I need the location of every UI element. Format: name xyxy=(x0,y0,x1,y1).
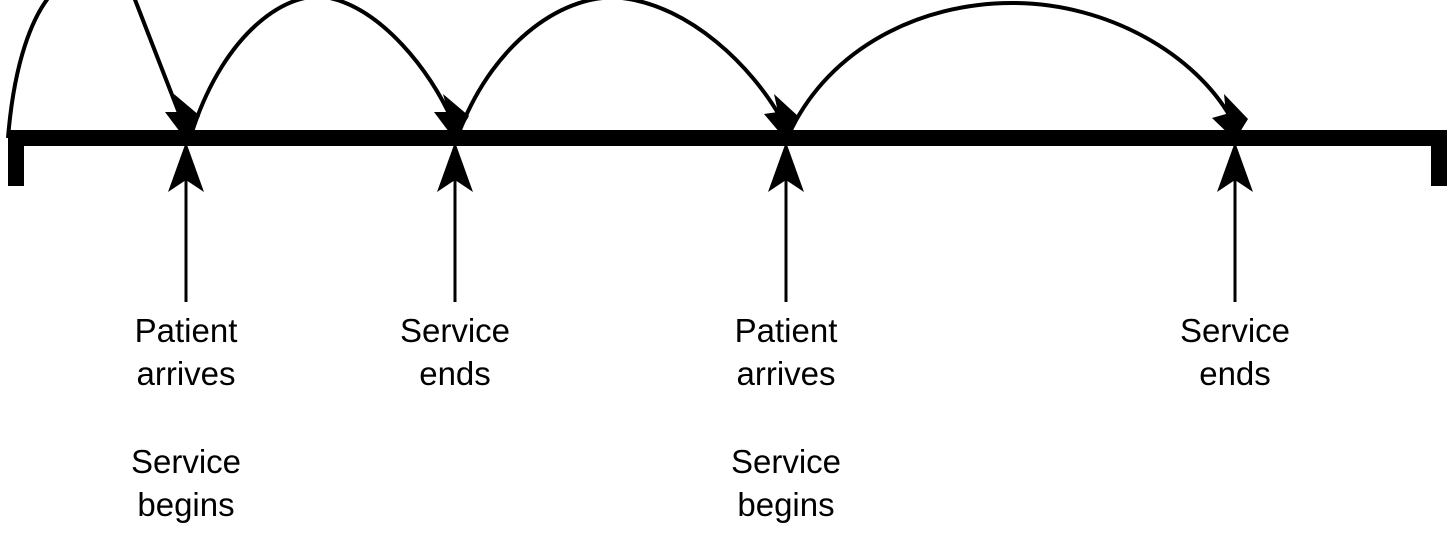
event-4-primary-label: Service ends xyxy=(1179,312,1291,392)
label-arrow-group xyxy=(168,142,1253,302)
label-arrow-head-1 xyxy=(168,142,204,192)
arc-4 xyxy=(788,0,1233,133)
arc-arrowhead-3 xyxy=(764,94,799,140)
event-3-secondary-label: Service begins xyxy=(730,443,842,523)
label-arrow-head-4 xyxy=(1217,142,1253,192)
arc-arrowhead-1 xyxy=(165,94,200,140)
label-arrow-head-3 xyxy=(768,142,804,192)
timeline-cap-right xyxy=(1431,130,1447,186)
time-axis xyxy=(8,130,1447,186)
arc-arrowhead-group xyxy=(165,94,1248,140)
arc-3 xyxy=(458,0,784,131)
label-arrow-head-2 xyxy=(437,142,473,192)
event-1-secondary-label: Service begins xyxy=(130,443,242,523)
timeline-cap-left xyxy=(8,130,24,186)
arc-arrowhead-4 xyxy=(1212,94,1248,140)
arc-2 xyxy=(190,0,454,133)
event-1-primary-label: Patient arrives xyxy=(134,312,238,392)
arc-group xyxy=(6,0,1233,139)
event-2-primary-label: Service ends xyxy=(399,312,511,392)
arc-1 xyxy=(6,0,183,139)
timeline-bar xyxy=(8,130,1447,146)
arc-arrowhead-2 xyxy=(434,94,469,140)
event-3-primary-label: Patient arrives xyxy=(734,312,838,392)
